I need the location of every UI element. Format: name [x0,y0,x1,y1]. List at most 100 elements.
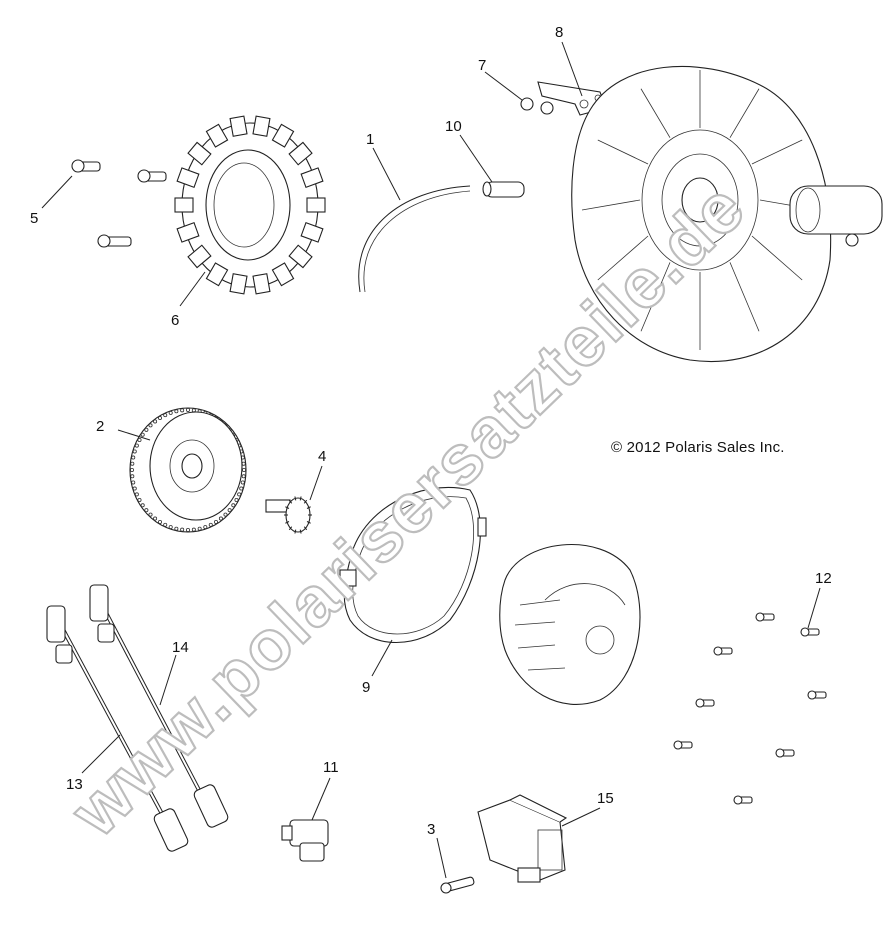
gear-tooth [288,499,293,504]
bolts-part-12 [673,612,827,805]
stator-tooth [176,167,200,188]
cover [499,543,641,705]
flywheel-tooth [237,492,242,497]
spark-plug-part-11 [281,819,329,862]
housing-rib [597,235,649,281]
flywheel-tooth [197,526,202,531]
gear-tooth [285,506,290,509]
stator-tooth [271,123,295,148]
flywheel-tooth [131,455,136,460]
stator-tooth [187,244,212,269]
stator-housing [571,65,883,362]
bolts-part-5 [71,159,167,248]
stator-tooth [288,244,313,269]
callout-8: 8 [555,24,563,41]
gear-tooth [303,526,308,531]
bolt [695,698,715,708]
nuts-part-7 [520,97,554,115]
flywheel-tooth [130,461,135,466]
copyright-notice: © 2012 Polaris Sales Inc. [611,439,785,456]
housing-rib [751,235,803,281]
flywheel-tooth [132,486,137,491]
bolt [713,646,733,656]
seal-ring-part-1 [358,185,471,293]
flywheel-tooth [130,474,135,479]
flywheel-tooth [134,443,139,448]
callout-7: 7 [478,57,486,74]
flywheel-tooth [153,419,158,424]
gear-tooth [299,496,302,501]
stator-tooth [176,222,200,243]
flywheel-tooth [131,480,136,485]
gear-tooth [285,521,290,524]
callout-9: 9 [362,679,370,696]
callout-6: 6 [171,312,179,329]
callout-2: 2 [96,418,104,435]
wire-part-13 [46,605,189,852]
stator-tooth [252,115,271,137]
flywheel-tooth [174,409,179,414]
flywheel-tooth [203,525,208,530]
bolt [733,795,753,805]
housing-rib [751,139,803,165]
stator-tooth [174,197,194,213]
callout-1: 1 [366,131,374,148]
flywheel-tooth [148,512,153,517]
stator-part-6 [174,115,326,295]
flywheel-tooth [227,508,232,513]
gear-tooth [306,506,311,509]
flywheel-tooth [168,525,173,530]
flywheel-tooth [234,497,239,502]
flywheel-tooth [129,467,134,472]
wire-part-14 [89,584,229,828]
callout-13: 13 [66,776,83,793]
callout-5: 5 [30,210,38,227]
callout-14: 14 [172,639,189,656]
callout-12: 12 [815,570,832,587]
regulator-part-15 [477,794,568,883]
flywheel-tooth [241,474,246,479]
stator-tooth [229,273,248,295]
flywheel-tooth [144,508,149,513]
housing-rib [729,88,760,138]
flywheel-part-2 [129,407,247,533]
gear-part-4 [265,496,312,534]
flywheel-tooth [144,427,149,432]
callout-labels: 1 2 3 4 5 6 7 8 9 10 11 12 13 14 15 [30,24,832,838]
flywheel-tooth [168,410,173,415]
housing-rib [729,262,760,332]
stator-tooth [288,141,313,166]
stator-tooth [300,222,324,243]
flywheel-tooth [208,522,213,527]
flywheel-tooth [180,408,185,413]
stator-tooth [252,273,271,295]
gear-tooth [306,521,311,524]
flywheel-tooth [163,413,168,418]
flywheel-tooth [223,512,228,517]
housing-rib [640,262,671,332]
flywheel-tooth [137,497,142,502]
flywheel-tooth [157,416,162,421]
flywheel-tooth [137,437,142,442]
bolt [755,612,775,622]
gasket-part-9 [339,486,487,644]
gear-tooth [299,529,302,534]
stator-tooth [306,197,326,213]
stator-tooth [300,167,324,188]
gear-tooth [294,496,297,501]
bolt-part-3 [440,876,475,894]
bracket-part-8 [537,81,607,116]
flywheel-tooth [134,492,139,497]
flywheel-tooth [163,522,168,527]
flywheel-tooth [231,503,236,508]
flywheel-tooth [157,519,162,524]
flywheel-tooth [191,527,196,532]
bolt [807,690,827,700]
gear-tooth [288,526,293,531]
dowel-part-10 [482,181,525,198]
gear-tooth [294,529,297,534]
flywheel-tooth [140,503,145,508]
flywheel-tooth [185,407,190,412]
callout-4: 4 [318,448,326,465]
